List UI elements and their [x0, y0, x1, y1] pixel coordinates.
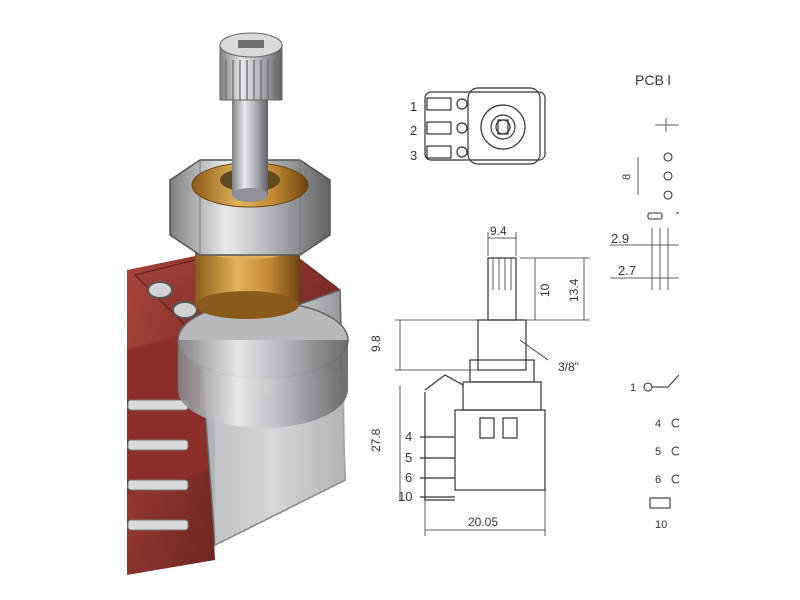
left-margin	[0, 0, 127, 600]
dim-thread: 3/8"	[558, 360, 579, 374]
dim-shaft-top: 10	[538, 283, 552, 297]
pcb-title: PCB l	[635, 72, 671, 88]
side-pin-6: 6	[405, 470, 412, 485]
pcb-pin-6: 6	[655, 474, 661, 486]
front-pin-2: 2	[410, 123, 417, 138]
pcb-pin-5: 5	[655, 446, 661, 458]
dim-body-width: 20.05	[468, 515, 498, 529]
side-pin-10: 10	[398, 489, 412, 504]
pcb-pin-4: 4	[655, 418, 661, 430]
pcb-pin-10: 10	[655, 519, 667, 531]
potentiometer-diagram: 1 2 3 9.4	[127, 32, 679, 575]
pcb-dim-2-7: 2.7	[618, 263, 636, 278]
pcb-pin-1: 1	[630, 382, 636, 394]
side-pin-5: 5	[405, 450, 412, 465]
front-view-drawing	[424, 87, 546, 165]
dim-shaft-total: 13.4	[567, 278, 581, 302]
side-pin-4: 4	[405, 429, 412, 444]
dim-shaft-width: 9.4	[490, 224, 507, 238]
pcb-dim-8: 8	[621, 174, 633, 180]
pcb-dim-2-9: 2.9	[611, 231, 629, 246]
side-view-drawing	[395, 232, 590, 536]
dim-body-height: 27.8	[369, 428, 383, 452]
right-margin	[679, 0, 800, 600]
front-pin-3: 3	[410, 148, 417, 163]
front-pin-1: 1	[410, 99, 417, 114]
pcb-layout-drawing	[610, 118, 679, 509]
potentiometer-photo	[127, 32, 349, 575]
product-image: 1 2 3 9.4	[127, 0, 679, 600]
dim-bushing: 9.8	[369, 335, 383, 352]
